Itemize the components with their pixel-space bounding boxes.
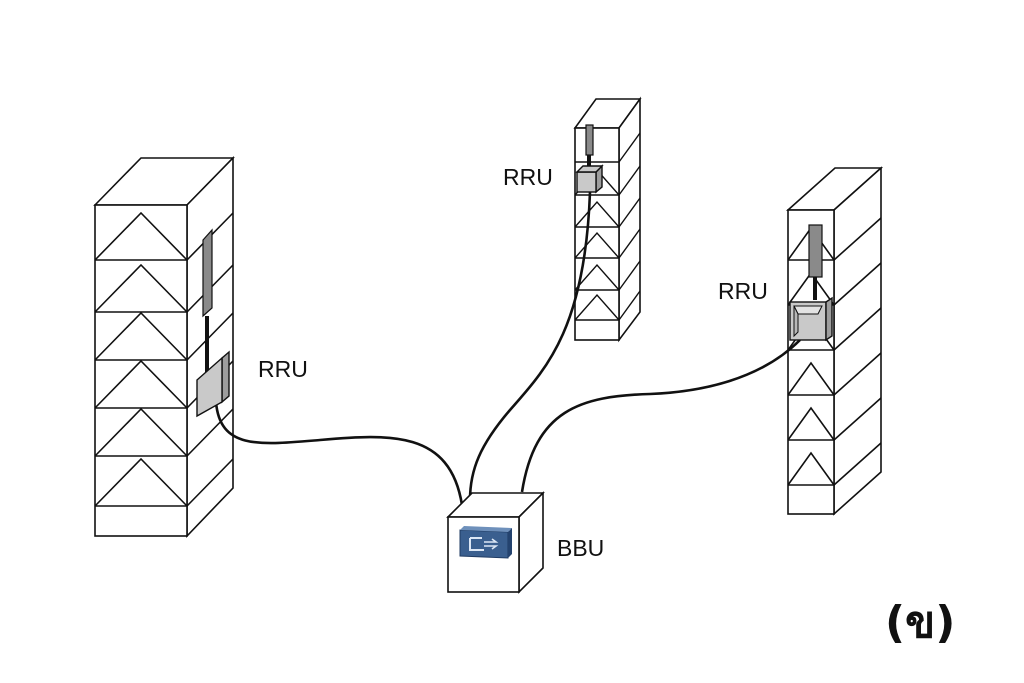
antenna-icon: [585, 124, 594, 156]
building-center: [573, 96, 642, 343]
antenna-icon: [808, 224, 823, 278]
cable-left: [214, 401, 464, 506]
cable-right: [520, 339, 801, 493]
rru-center: [575, 124, 604, 194]
rru-center-label: RRU: [503, 164, 553, 190]
bbu-cabinet: [446, 491, 545, 594]
rru-right: [789, 224, 833, 342]
fiber-cables: [214, 191, 801, 506]
antenna-icon: [202, 228, 213, 318]
rru-left-label: RRU: [258, 356, 308, 382]
router-icon: [459, 526, 512, 559]
rru-left: [196, 228, 230, 418]
building-left: [93, 156, 235, 538]
cable-center: [468, 191, 592, 501]
panel-label: (ข): [885, 597, 955, 648]
building-right: [785, 166, 884, 516]
rru-right-label: RRU: [718, 278, 768, 304]
bbu-label: BBU: [557, 535, 604, 561]
